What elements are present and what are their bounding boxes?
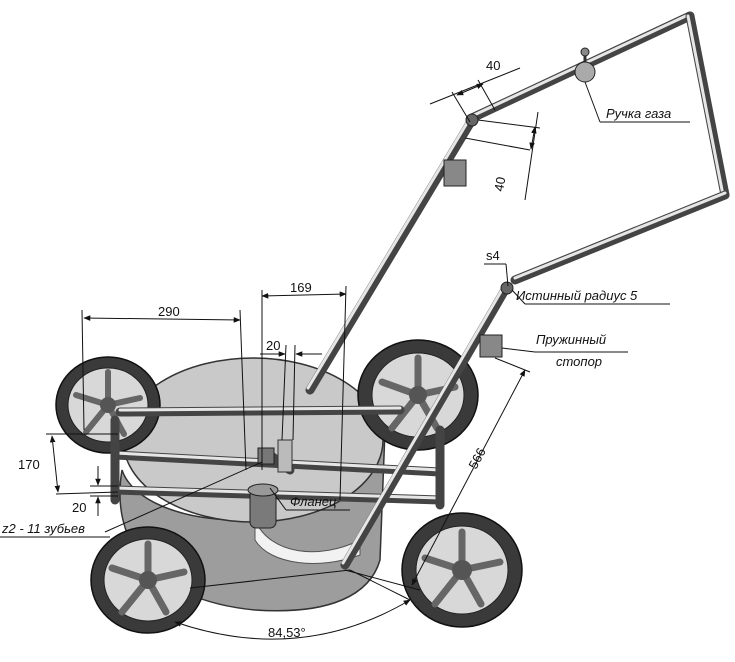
spring-stop-label-2: стопор <box>556 354 602 369</box>
dim-170-text: 170 <box>18 457 40 472</box>
dim-290-text: 290 <box>158 304 180 319</box>
dim-20-top-text: 20 <box>266 338 280 353</box>
dim-290: 290 <box>81 304 247 471</box>
dim-20-left-text: 20 <box>72 500 86 515</box>
dim-20-top: 20 <box>260 338 322 441</box>
callout-true-radius: s4 Истинный радиус 5 <box>484 248 670 305</box>
dim-40-side-text: 40 <box>491 176 508 193</box>
front-wheel-left <box>90 526 206 634</box>
spring-stop-label-1: Пружинный <box>536 332 606 347</box>
callout-gear: z2 - 11 зубьев <box>0 461 263 538</box>
dim-169: 169 <box>261 280 347 501</box>
flange-label: Фланец <box>290 494 336 509</box>
dim-angle: 84,53° <box>174 569 411 640</box>
dim-40-side: 40 <box>464 111 541 201</box>
callout-throttle: Ручка газа <box>584 81 690 123</box>
true-radius-label: Истинный радиус 5 <box>516 288 638 303</box>
dim-566-text: 566 <box>465 445 488 471</box>
s4-label: s4 <box>486 248 500 263</box>
dim-20-left: 20 <box>72 466 118 516</box>
spindle <box>247 483 279 529</box>
dim-170: 170 <box>18 433 119 495</box>
rear-wheel-left <box>55 356 161 454</box>
dim-40-top: 40 <box>429 58 521 123</box>
throttle-label: Ручка газа <box>606 106 671 121</box>
callout-spring-stop: Пружинный стопор <box>501 332 628 369</box>
dim-169-text: 169 <box>290 280 312 295</box>
dim-angle-text: 84,53° <box>268 625 306 640</box>
dim-40-top-text: 40 <box>486 58 500 73</box>
callout-flange: Фланец <box>269 487 350 511</box>
gear-label: z2 - 11 зубьев <box>1 521 85 536</box>
